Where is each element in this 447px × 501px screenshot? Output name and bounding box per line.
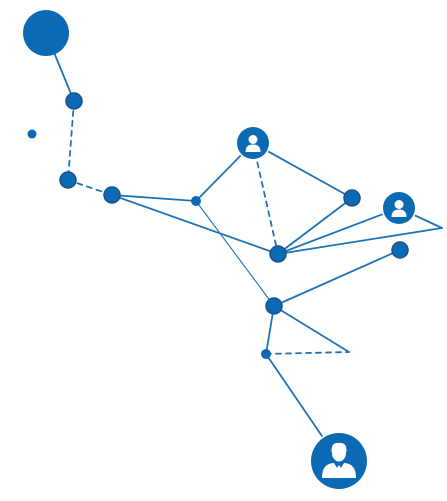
- node-n8: [343, 189, 361, 207]
- node-n5: [103, 186, 121, 204]
- businessman-hair-icon: [331, 442, 347, 452]
- edge-n5-to-n6: [111, 194, 197, 202]
- edge-n9-to-person-b: [277, 207, 400, 255]
- node-businessman: [309, 431, 369, 491]
- businessman-tie-icon: [337, 465, 341, 476]
- node-circle: [261, 349, 271, 359]
- edge-n8-to-n9: [277, 197, 353, 255]
- node-circle: [59, 171, 77, 189]
- edge-n2-to-n4: [67, 100, 75, 181]
- node-circle: [269, 245, 287, 263]
- node-n11: [391, 241, 409, 259]
- edge-n6-to-n12: [195, 200, 275, 307]
- node-circle: [27, 129, 37, 139]
- node-person-a: [235, 125, 271, 161]
- node-circle: [191, 196, 201, 206]
- node-circle: [343, 189, 361, 207]
- edge-person-a-to-n9: [252, 142, 279, 255]
- node-circle: [391, 241, 409, 259]
- node-circle: [265, 297, 283, 315]
- node-n2: [65, 92, 83, 110]
- node-hub-top-left: [23, 10, 69, 56]
- node-circle: [65, 92, 83, 110]
- edge-n12-to-n11: [273, 249, 401, 307]
- node-circle: [103, 186, 121, 204]
- edge-person-a-to-n8: [252, 142, 353, 199]
- person-head-icon: [248, 135, 258, 144]
- edge-n12-to-right-kink: [273, 305, 350, 353]
- edges-layer: [45, 32, 443, 462]
- node-n9: [269, 245, 287, 263]
- edge-n4-to-n5: [67, 179, 113, 196]
- node-n6: [191, 196, 201, 206]
- node-n12: [265, 297, 283, 315]
- person-head-icon: [394, 200, 404, 209]
- node-isolated: [27, 129, 37, 139]
- edge-n13-to-right-kink: [265, 351, 350, 355]
- node-n13: [261, 349, 271, 359]
- edge-right-edge-to-n9: [277, 227, 443, 255]
- node-person-b: [381, 190, 417, 226]
- person-body-icon: [245, 144, 261, 152]
- person-body-icon: [391, 209, 407, 217]
- node-n4: [59, 171, 77, 189]
- edge-n5-to-n9: [111, 194, 279, 255]
- node-circle: [23, 10, 69, 56]
- nodes-layer: [23, 10, 417, 491]
